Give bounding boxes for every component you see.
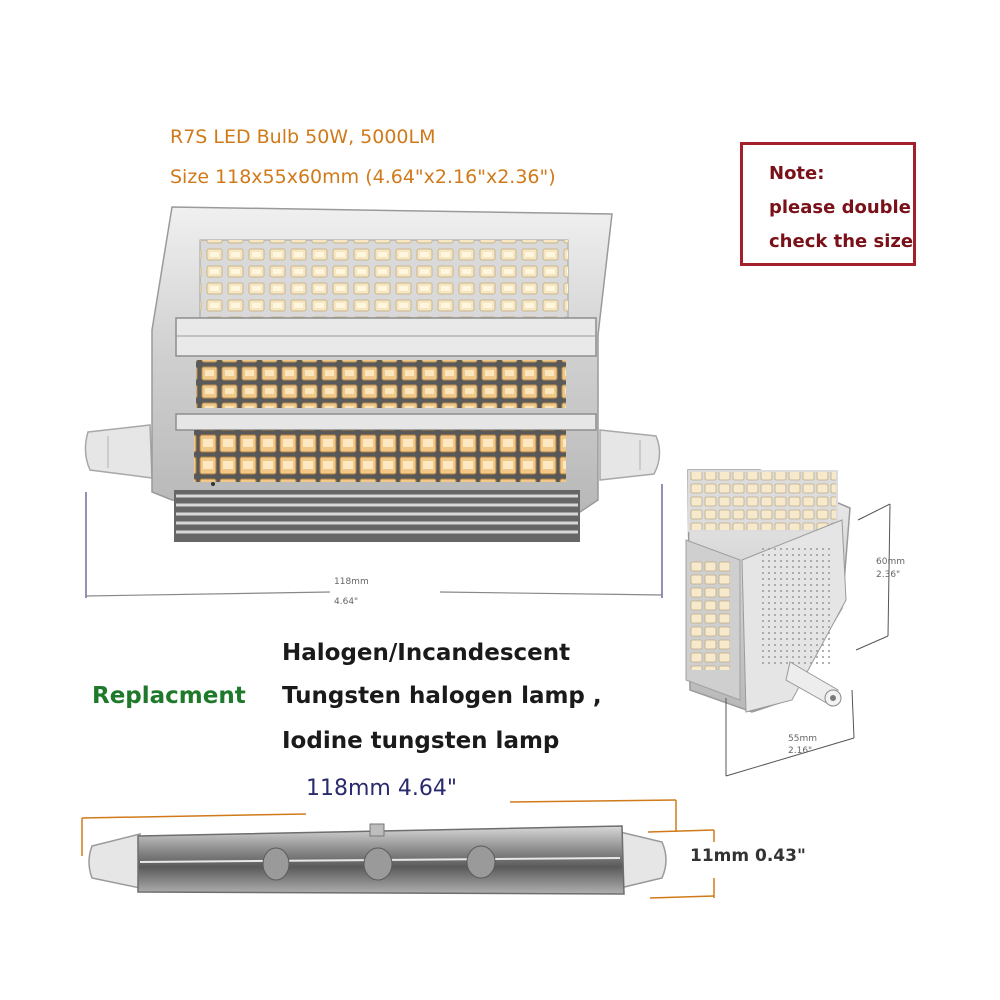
side-dimension-lines (725, 503, 891, 777)
halogen-dimension-lines (81, 799, 715, 899)
led-bulb-front-view (84, 206, 661, 542)
product-size: Size 118x55x60mm (4.64"x2.16"x2.36") (170, 166, 556, 188)
side-width-mm: 55mm (788, 734, 817, 744)
replacement-item-3: Iodine tungsten lamp (282, 728, 560, 754)
replacement-item-1: Halogen/Incandescent (282, 640, 571, 666)
led-bulb-side-view (685, 469, 851, 713)
note-line-2: please double (769, 197, 911, 218)
note-line-3: check the size (769, 231, 914, 252)
product-title: R7S LED Bulb 50W, 5000LM (170, 126, 436, 148)
side-width-in: 2.16" (788, 746, 813, 756)
halogen-tube (88, 823, 667, 895)
front-length-mm: 118mm (334, 577, 369, 587)
replacement-label: Replacment (92, 683, 246, 709)
front-dimension-lines (85, 484, 663, 598)
note-heading: Note: (769, 163, 825, 184)
note-box: Note: please double check the size (740, 142, 916, 266)
halogen-length-label: 118mm 4.64" (306, 776, 457, 801)
halogen-diameter-label: 11mm 0.43" (690, 846, 806, 866)
side-height-mm: 60mm (876, 557, 905, 567)
side-height-in: 2.36" (876, 570, 901, 580)
replacement-item-2: Tungsten halogen lamp , (282, 683, 602, 709)
front-length-in: 4.64" (334, 597, 359, 607)
